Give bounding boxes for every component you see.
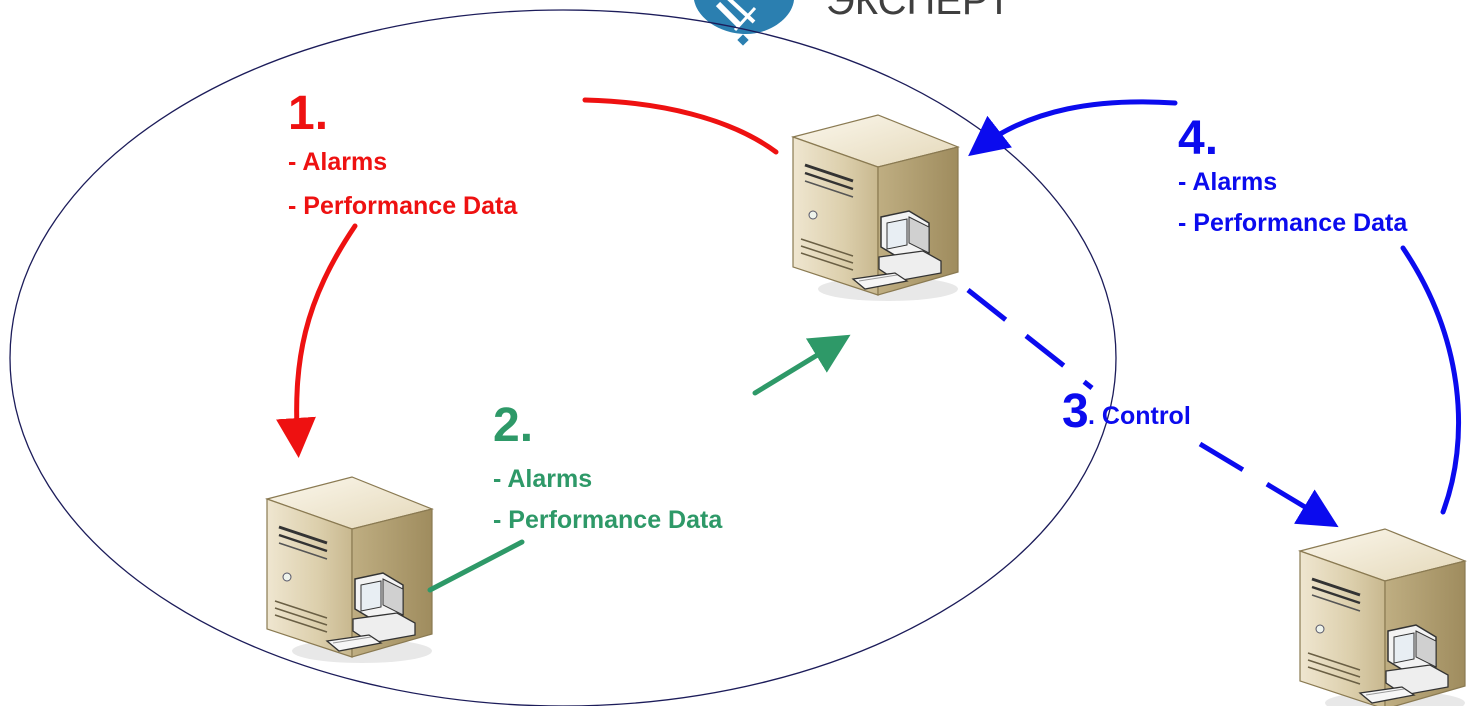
flow3-label: . Control — [1088, 402, 1191, 430]
server-bottom-right-icon — [1298, 527, 1467, 706]
flow1-arc-top — [582, 97, 779, 155]
flow3-dashed-arrow — [1198, 441, 1339, 528]
flow1-number: 1. — [288, 87, 329, 140]
flow4-line1: - Alarms — [1178, 168, 1278, 196]
flow3-number: 3 — [1062, 385, 1089, 438]
flow4-arrow — [968, 99, 1178, 157]
flow2-line1: - Alarms — [493, 465, 593, 493]
flow3-dashed-upper — [966, 288, 1094, 390]
flow4-arc-right — [1400, 245, 1462, 515]
flow1-arrow — [276, 223, 358, 458]
server-top-icon — [791, 113, 960, 303]
logo-text: ЭКСПЕРТ — [826, 0, 1011, 23]
network-domain-ellipse — [9, 9, 1117, 706]
flow1-line2: - Performance Data — [288, 192, 518, 220]
flow2-arrow — [752, 334, 851, 396]
flow4-number: 4. — [1178, 112, 1219, 165]
server-bottom-left-icon — [265, 475, 434, 665]
satellite-logo-icon — [694, 0, 794, 46]
flow4-line2: - Performance Data — [1178, 209, 1408, 237]
flow2-line-low — [427, 539, 525, 593]
flow2-line2: - Performance Data — [493, 506, 723, 534]
flow2-number: 2. — [493, 399, 534, 452]
logo: ЭКСПЕРТ — [694, 0, 1011, 46]
flow1-line1: - Alarms — [288, 148, 388, 176]
